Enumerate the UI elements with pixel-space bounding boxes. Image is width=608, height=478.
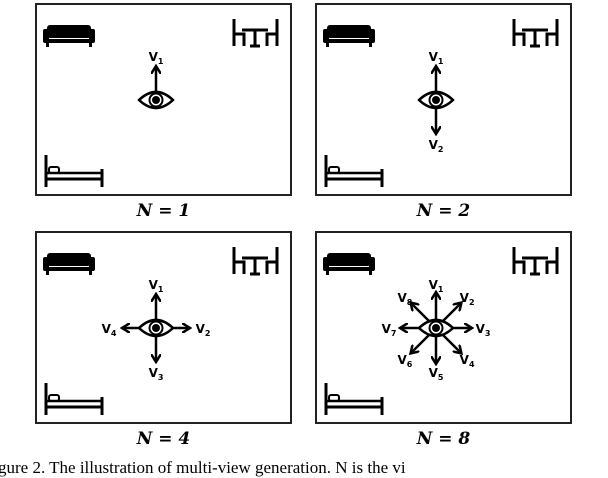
dining-table-icon xyxy=(232,19,279,48)
view-label-1: V1 xyxy=(429,278,444,294)
panel-label-n2: N = 2 xyxy=(416,201,471,221)
view-arrow-8 xyxy=(412,304,431,323)
bed-icon xyxy=(44,155,104,187)
view-label-1: V1 xyxy=(149,50,164,66)
eye-icon xyxy=(417,318,455,338)
eye-icon xyxy=(137,318,175,338)
view-label-2: V2 xyxy=(429,138,444,154)
view-label-4: V4 xyxy=(460,353,475,369)
bed-icon xyxy=(324,383,384,415)
view-label-2: V2 xyxy=(196,322,211,338)
bed-icon xyxy=(324,155,384,187)
figure-caption: gure 2. The illustration of multi-view g… xyxy=(0,458,406,477)
view-arrow-6 xyxy=(412,333,431,352)
view-label-1: V1 xyxy=(149,278,164,294)
bed-icon xyxy=(44,383,104,415)
sofa-icon xyxy=(323,253,375,275)
dining-table-icon xyxy=(512,247,559,276)
view-arrow-4 xyxy=(441,333,460,352)
view-label-8: V8 xyxy=(397,291,412,307)
view-label-4: V4 xyxy=(102,322,117,338)
sofa-icon xyxy=(43,25,95,47)
eye-icon xyxy=(137,90,175,110)
dining-table-icon xyxy=(512,19,559,48)
sofa-icon xyxy=(323,25,375,47)
panel-n1: V1 xyxy=(35,3,292,196)
panel-drawing: V1 xyxy=(43,19,279,187)
view-label-2: V2 xyxy=(460,291,475,307)
panel-label-n1: N = 1 xyxy=(136,201,191,221)
view-label-3: V3 xyxy=(149,366,164,382)
view-label-5: V5 xyxy=(429,366,444,382)
view-label-1: V1 xyxy=(429,50,444,66)
dining-table-icon xyxy=(232,247,279,276)
panel-label-n4: N = 4 xyxy=(136,429,191,449)
panel-label-n8: N = 8 xyxy=(416,429,471,449)
sofa-icon xyxy=(43,253,95,275)
view-arrow-2 xyxy=(441,304,460,323)
view-label-3: V3 xyxy=(476,322,491,338)
view-label-6: V6 xyxy=(397,353,412,369)
eye-icon xyxy=(417,90,455,110)
view-label-7: V7 xyxy=(382,322,397,338)
